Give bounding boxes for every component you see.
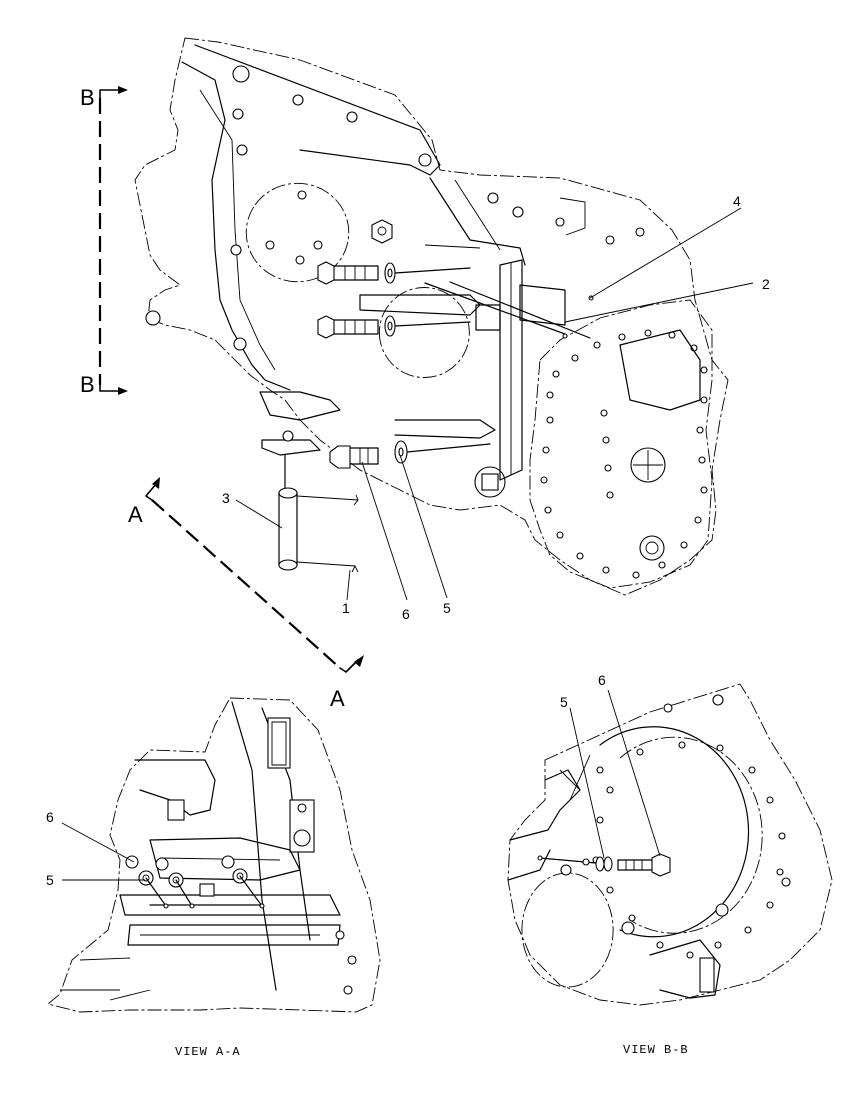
bolt-middle: [317, 315, 471, 339]
front-housing-assembly: [134, 37, 729, 596]
callout-4: 4: [733, 193, 741, 209]
view-a-callout-5: 5: [46, 872, 54, 888]
callout-3: 3: [222, 490, 230, 506]
callout-1: 1: [342, 600, 350, 616]
view-a-a-caption: VIEW A-A: [175, 1045, 241, 1059]
section-line-b: [98, 86, 128, 395]
leader-lines: [235, 207, 754, 601]
section-marker-a-bottom: A: [330, 686, 345, 711]
view-b-b-caption: VIEW B-B: [623, 1043, 689, 1057]
view-b-callout-6: 6: [598, 672, 606, 688]
view-a-a-drawing: [47, 697, 381, 1013]
bolt-upper: [317, 261, 471, 285]
section-marker-b-bottom: B: [80, 372, 95, 397]
section-marker-b-top: B: [80, 85, 95, 110]
bolt-lower: [329, 440, 491, 469]
callout-2: 2: [762, 276, 770, 292]
section-line-a: [145, 477, 364, 673]
callout-5: 5: [443, 600, 451, 616]
view-b-b-drawing: [507, 683, 833, 1006]
view-b-callout-5: 5: [560, 694, 568, 710]
pin-part: [278, 454, 359, 573]
view-a-callout-6: 6: [46, 809, 54, 825]
section-marker-a-top: A: [128, 502, 143, 527]
callout-6: 6: [402, 606, 410, 622]
